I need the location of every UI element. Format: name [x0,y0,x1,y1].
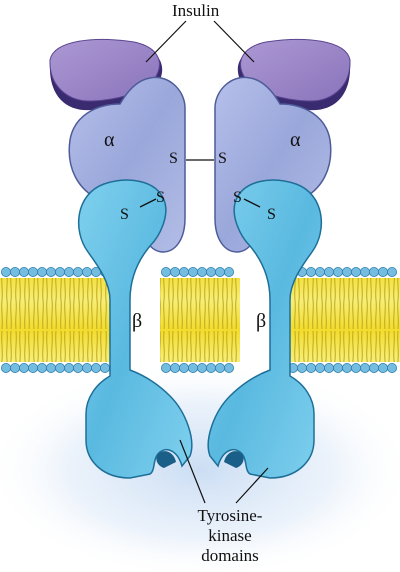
lipid-head [73,266,84,277]
lipid-head [386,362,397,373]
lipid-heads [1,266,397,373]
lipid-head [64,266,75,277]
beta-label-right: β [256,310,267,332]
lipid-head [160,362,171,373]
leader-kinase-right [235,467,269,504]
lipid-head [205,362,216,373]
lipid-head [27,362,38,373]
lipid-head [314,362,325,373]
kinase-pocket-left [156,451,176,468]
lipid-head [341,362,352,373]
lipid-head [359,362,370,373]
lipid-head [178,362,189,373]
lipid-head [37,362,48,373]
membrane-right-segment [278,278,400,362]
lipid-head [9,362,20,373]
lipid-head [55,266,66,277]
tyrosine-kinase-line-2: kinase [208,526,252,545]
leader-insulin-right [213,20,255,63]
lipid-head [350,362,361,373]
lipid-head [46,362,57,373]
beta-subunit-left [77,179,193,479]
beta-subunit-right [207,179,323,479]
lipid-head [323,266,334,277]
lipid-head [187,266,198,277]
lipid-head [296,362,307,373]
disulfide-bond-right [243,198,261,208]
lipid-head [18,266,29,277]
lipid-head [377,362,388,373]
lipid-head [82,362,93,373]
lipid-head [386,266,397,277]
lipid-head [223,266,234,277]
insulin-label: Insulin [172,1,220,20]
lipid-head [359,266,370,277]
lipid-head [368,362,379,373]
lipid-head [18,362,29,373]
lipid-head [169,266,180,277]
lipid-head [160,266,171,277]
lipid-head [368,266,379,277]
lipid-head [223,362,234,373]
lipid-head [196,266,207,277]
lipid-head [82,266,93,277]
lipid-head [196,362,207,373]
lipid-head [27,266,38,277]
sulfur-label-right-upper: S [233,189,242,206]
sulfur-label-left-upper: S [156,189,165,206]
lipid-head [46,266,57,277]
lipid-head [91,362,102,373]
beta-label-left: β [132,310,143,332]
lipid-head [341,266,352,277]
membrane-middle-segment [160,278,240,362]
lipid-head [64,362,75,373]
lipid-head [73,362,84,373]
tyrosine-kinase-label: Tyrosine- kinase domains [170,506,290,566]
leader-kinase-left [179,439,206,504]
membrane-left-segment [0,270,125,370]
sulfur-label-mid-right: S [218,150,227,167]
lipid-head [332,266,343,277]
lipid-head [178,266,189,277]
sulfur-label-right-lower: S [267,206,276,223]
sulfur-label-mid-left: S [169,150,178,167]
lipid-head [1,266,11,277]
lipid-head [305,266,316,277]
sulfur-label-left-lower: S [120,206,129,223]
lipid-head [377,266,388,277]
lipid-head [350,266,361,277]
lipid-head [100,362,111,373]
leader-insulin-left [145,20,187,63]
lipid-head [214,266,225,277]
lipid-head [1,362,11,373]
tyrosine-kinase-line-3: domains [201,546,259,565]
lipid-head [37,266,48,277]
lipid-head [9,266,20,277]
lipid-head [305,362,316,373]
lipid-head [187,362,198,373]
alpha-label-left: α [104,129,115,151]
lipid-head [55,362,66,373]
disulfide-bond-left [139,198,157,208]
alpha-label-right: α [290,129,301,151]
lipid-head [169,362,180,373]
lipid-head [205,266,216,277]
lipid-head [314,266,325,277]
lipid-head [332,362,343,373]
lipid-head [323,362,334,373]
lipid-head [214,362,225,373]
kinase-pocket-right [224,451,244,468]
tyrosine-kinase-line-1: Tyrosine- [197,506,263,525]
